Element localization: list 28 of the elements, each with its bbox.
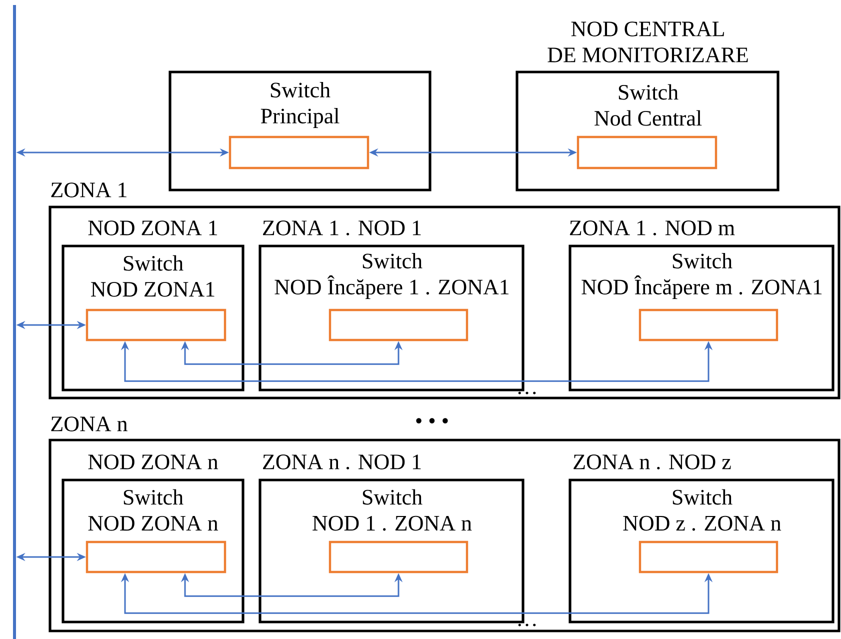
node-label: ZONA 1 (51, 182, 126, 198)
port-box (328, 308, 468, 342)
node-label: ZONA n (51, 416, 128, 432)
node-label: NOD ZONA 1 (88, 220, 218, 236)
port-box (86, 308, 226, 342)
port-box (638, 308, 778, 342)
node-box: ZONA 1 . NOD 1 Switch NOD Încăpere 1 . ZONA1 (258, 220, 524, 392)
port-box (228, 136, 370, 170)
port-box (86, 540, 226, 574)
node-box: NOD CENTRAL DE MONITORIZARE Switch Nod Central (516, 22, 780, 192)
node-label: ZONA n . NOD z (574, 454, 731, 470)
port-box (576, 136, 718, 170)
port-box (328, 540, 468, 574)
port-box (638, 540, 778, 574)
node-box: ZONA n . NOD 1 Switch NOD 1 . ZONA n (258, 454, 524, 624)
ellipsis: • • • (416, 418, 448, 424)
node-label: ZONA 1 . NOD 1 (263, 220, 421, 236)
node-label: NOD ZONA n (88, 454, 218, 470)
ellipsis: … (518, 392, 536, 394)
node-box: Switch Principal (168, 70, 432, 192)
node-label: ZONA n . NOD 1 (263, 454, 421, 470)
node-box: ZONA n . NOD z Switch NOD z . ZONA n (568, 454, 834, 624)
node-box: NOD ZONA 1 Switch NOD ZONA1 (62, 220, 244, 392)
node-label: NOD CENTRAL DE MONITORIZARE (548, 22, 748, 62)
node-label: ZONA 1 . NOD m (570, 220, 735, 236)
ellipsis: … (518, 624, 536, 626)
node-box: NOD ZONA n Switch NOD ZONA n (62, 454, 244, 624)
node-box: ZONA 1 . NOD m Switch NOD Încăpere m . ZONA1 (568, 220, 834, 392)
